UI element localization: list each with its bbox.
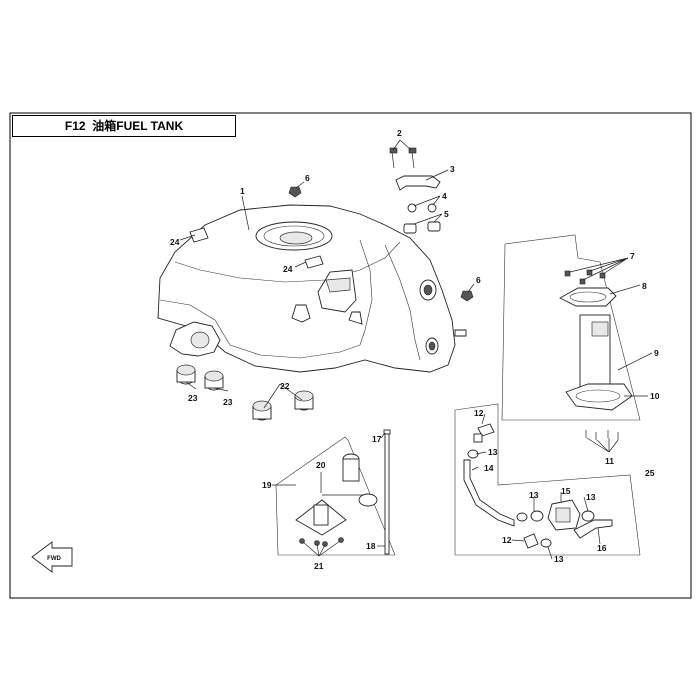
callout-5: 5: [444, 209, 449, 219]
callout-19: 19: [262, 480, 272, 490]
callout-20: 20: [316, 460, 326, 470]
callout-3: 3: [450, 164, 455, 174]
fwd-arrow: FWD: [31, 541, 73, 573]
callout-6-top: 6: [305, 173, 310, 183]
callout-1: 1: [240, 186, 245, 196]
mounting-bracket-assembly: [288, 147, 474, 302]
title-code: F12: [64, 119, 86, 133]
title-box: [12, 115, 236, 137]
callout-numbers: 1 2 3 4 5 6 6 7 8 9 10 11 12 12 13 13 13…: [170, 128, 660, 571]
leader-lines: [179, 139, 653, 560]
callout-23-right: 23: [223, 397, 233, 407]
title-english: FUEL TANK: [116, 119, 184, 133]
rubber-dampers: [176, 364, 314, 421]
title-chinese: 油箱: [92, 119, 117, 133]
callout-13-c: 13: [586, 492, 596, 502]
fuel-level-sender: [275, 436, 396, 556]
callout-2: 2: [397, 128, 402, 138]
callout-22: 22: [280, 381, 290, 391]
callout-7: 7: [630, 251, 635, 261]
callout-6-side: 6: [476, 275, 481, 285]
callout-24-center: 24: [283, 264, 293, 274]
callout-16: 16: [597, 543, 607, 553]
callout-11: 11: [605, 456, 614, 466]
callout-13-a: 13: [488, 447, 498, 457]
drain-tube: [383, 429, 391, 555]
page-frame: [9, 112, 692, 599]
fwd-label: FWD: [47, 556, 61, 562]
callout-24-left: 24: [170, 237, 180, 247]
callout-13-d: 13: [554, 554, 564, 564]
callout-12-bottom: 12: [502, 535, 512, 545]
callout-17: 17: [372, 434, 382, 444]
callout-9: 9: [654, 348, 659, 358]
fuel-pump-assembly: [501, 234, 641, 440]
diagram-title: F12 油箱FUEL TANK: [12, 115, 236, 137]
callout-12-top: 12: [474, 408, 484, 418]
fuel-tank-body: [157, 204, 467, 373]
fuel-hose-kit: [454, 403, 641, 556]
callout-4: 4: [442, 191, 447, 201]
callout-25: 25: [645, 468, 655, 478]
callout-13-b: 13: [529, 490, 539, 500]
callout-14: 14: [484, 463, 494, 473]
callout-8: 8: [642, 281, 647, 291]
callout-18: 18: [366, 541, 376, 551]
callout-23-left: 23: [188, 393, 198, 403]
callout-21: 21: [314, 561, 324, 571]
callout-10: 10: [650, 391, 660, 401]
callout-15: 15: [561, 486, 571, 496]
